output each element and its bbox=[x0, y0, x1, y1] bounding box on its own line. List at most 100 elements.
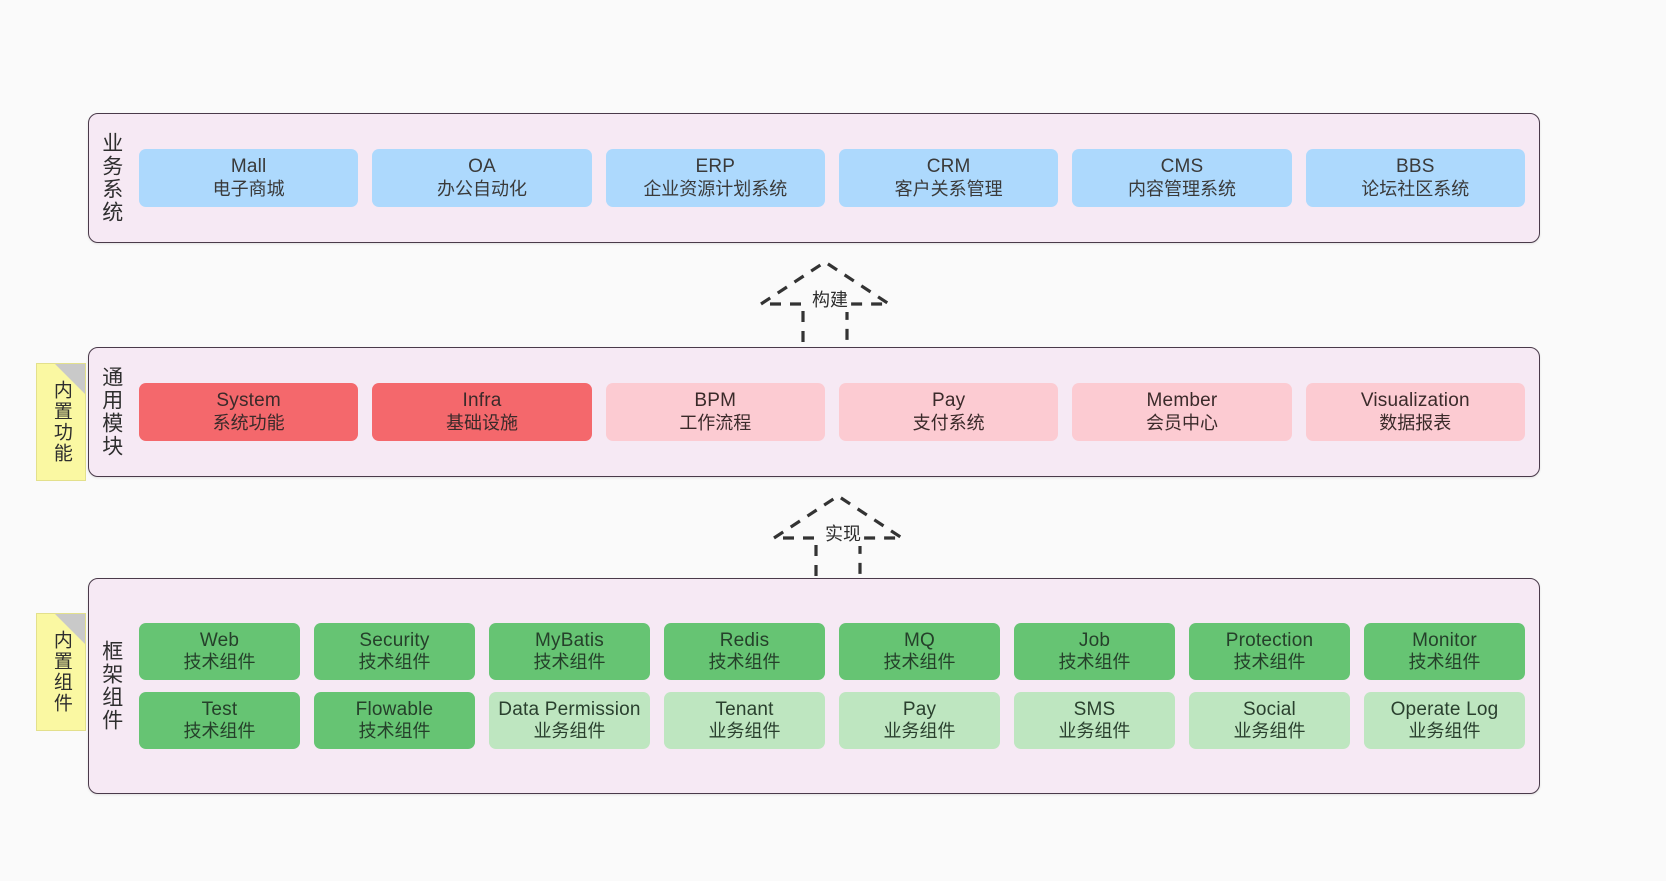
card-flowable-cn: 技术组件 bbox=[358, 721, 431, 742]
card-cms-en: CMS bbox=[1160, 156, 1204, 178]
card-redis[interactable]: Redis 技术组件 bbox=[664, 622, 825, 680]
layer-body-framework: Web 技术组件 Security 技术组件 MyBatis 技术组件 Redi… bbox=[133, 579, 1539, 793]
card-flowable[interactable]: Flowable 技术组件 bbox=[314, 692, 475, 750]
card-bpm-en: BPM bbox=[694, 390, 737, 412]
sticky-note-builtin-components-label: 内置组件 bbox=[50, 630, 72, 714]
card-sms-cn: 业务组件 bbox=[1058, 721, 1131, 742]
layer-business-system: 业务系统 Mall 电子商城 OA 办公自动化 ERP 企业资源计划系统 CRM… bbox=[88, 113, 1540, 243]
card-flowable-en: Flowable bbox=[355, 699, 434, 720]
card-security-en: Security bbox=[359, 629, 430, 651]
card-social[interactable]: Social 业务组件 bbox=[1189, 692, 1350, 750]
card-mall[interactable]: Mall 电子商城 bbox=[139, 149, 359, 207]
card-visualization-en: Visualization bbox=[1360, 390, 1470, 412]
card-social-en: Social bbox=[1243, 699, 1296, 720]
card-oa[interactable]: OA 办公自动化 bbox=[372, 149, 592, 207]
sticky-fold-corner-icon-2 bbox=[55, 614, 85, 644]
card-oa-cn: 办公自动化 bbox=[436, 178, 527, 199]
card-mybatis[interactable]: MyBatis 技术组件 bbox=[489, 622, 650, 680]
card-pay-module-en: Pay bbox=[931, 390, 966, 412]
card-crm-en: CRM bbox=[926, 156, 971, 178]
card-data-permission[interactable]: Data Permission 业务组件 bbox=[489, 692, 650, 750]
card-job-en: Job bbox=[1078, 629, 1111, 651]
card-job-cn: 技术组件 bbox=[1058, 652, 1131, 673]
card-redis-en: Redis bbox=[719, 629, 770, 651]
layer-title-framework: 框架组件 bbox=[99, 640, 123, 732]
card-crm-cn: 客户关系管理 bbox=[894, 178, 1003, 199]
layer-common-module: 通用模块 System 系统功能 Infra 基础设施 BPM 工作流程 Pay… bbox=[88, 347, 1540, 477]
card-data-permission-en: Data Permission bbox=[498, 699, 641, 720]
connector-implement: 实现 bbox=[768, 492, 918, 576]
card-pay-component-cn: 业务组件 bbox=[883, 721, 956, 742]
card-operate-log-en: Operate Log bbox=[1390, 699, 1499, 720]
card-oa-en: OA bbox=[468, 156, 496, 178]
card-test-en: Test bbox=[201, 699, 238, 720]
card-bbs[interactable]: BBS 论坛社区系统 bbox=[1305, 149, 1525, 207]
card-operate-log[interactable]: Operate Log 业务组件 bbox=[1364, 692, 1525, 750]
card-mq-en: MQ bbox=[903, 629, 935, 651]
card-sms[interactable]: SMS 业务组件 bbox=[1014, 692, 1175, 750]
card-mq-cn: 技术组件 bbox=[883, 652, 956, 673]
card-cms-cn: 内容管理系统 bbox=[1127, 178, 1236, 199]
layer-body-business: Mall 电子商城 OA 办公自动化 ERP 企业资源计划系统 CRM 客户关系… bbox=[133, 114, 1539, 242]
card-mall-cn: 电子商城 bbox=[212, 178, 285, 199]
connector-implement-label: 实现 bbox=[822, 520, 864, 546]
sticky-fold-corner-icon bbox=[55, 364, 85, 394]
card-security-cn: 技术组件 bbox=[358, 652, 431, 673]
card-bpm[interactable]: BPM 工作流程 bbox=[605, 383, 825, 441]
card-cms[interactable]: CMS 内容管理系统 bbox=[1072, 149, 1292, 207]
card-web-cn: 技术组件 bbox=[183, 652, 256, 673]
card-web-en: Web bbox=[199, 629, 240, 651]
card-bpm-cn: 工作流程 bbox=[679, 412, 752, 433]
card-erp-en: ERP bbox=[695, 156, 736, 178]
card-tenant-en: Tenant bbox=[715, 699, 774, 720]
card-monitor[interactable]: Monitor 技术组件 bbox=[1364, 622, 1525, 680]
card-pay-component-en: Pay bbox=[902, 699, 937, 720]
card-member[interactable]: Member 会员中心 bbox=[1072, 383, 1292, 441]
card-system[interactable]: System 系统功能 bbox=[139, 383, 359, 441]
framework-row-technical: Web 技术组件 Security 技术组件 MyBatis 技术组件 Redi… bbox=[139, 622, 1525, 680]
card-sms-en: SMS bbox=[1073, 699, 1116, 720]
card-pay-component[interactable]: Pay 业务组件 bbox=[839, 692, 1000, 750]
card-erp-cn: 企业资源计划系统 bbox=[643, 178, 788, 199]
card-mall-en: Mall bbox=[230, 156, 267, 178]
sticky-note-builtin-features-label: 内置功能 bbox=[50, 380, 72, 464]
card-monitor-en: Monitor bbox=[1412, 629, 1477, 651]
card-mybatis-cn: 技术组件 bbox=[533, 652, 606, 673]
card-infra[interactable]: Infra 基础设施 bbox=[372, 383, 592, 441]
card-pay-module-cn: 支付系统 bbox=[912, 412, 985, 433]
card-web[interactable]: Web 技术组件 bbox=[139, 622, 300, 680]
card-infra-cn: 基础设施 bbox=[445, 412, 518, 433]
card-pay-module[interactable]: Pay 支付系统 bbox=[838, 383, 1059, 441]
card-bbs-en: BBS bbox=[1395, 156, 1435, 178]
layer-title-business: 业务系统 bbox=[99, 132, 123, 224]
card-protection[interactable]: Protection 技术组件 bbox=[1189, 622, 1350, 680]
card-job[interactable]: Job 技术组件 bbox=[1014, 622, 1175, 680]
connector-build: 构建 bbox=[755, 258, 905, 342]
framework-row-business: Test 技术组件 Flowable 技术组件 Data Permission … bbox=[139, 692, 1525, 750]
card-tenant[interactable]: Tenant 业务组件 bbox=[664, 692, 825, 750]
card-mq[interactable]: MQ 技术组件 bbox=[839, 622, 1000, 680]
layer-title-common: 通用模块 bbox=[99, 366, 123, 458]
card-operate-log-cn: 业务组件 bbox=[1408, 721, 1481, 742]
card-security[interactable]: Security 技术组件 bbox=[314, 622, 475, 680]
card-mybatis-en: MyBatis bbox=[535, 629, 604, 651]
card-system-en: System bbox=[216, 390, 281, 412]
layer-body-common: System 系统功能 Infra 基础设施 BPM 工作流程 Pay 支付系统… bbox=[133, 348, 1539, 476]
card-social-cn: 业务组件 bbox=[1233, 721, 1306, 742]
sticky-note-builtin-components: 内置组件 bbox=[36, 613, 86, 731]
card-crm[interactable]: CRM 客户关系管理 bbox=[838, 149, 1059, 207]
card-test[interactable]: Test 技术组件 bbox=[139, 692, 300, 750]
card-visualization-cn: 数据报表 bbox=[1379, 412, 1452, 433]
connector-build-label: 构建 bbox=[809, 286, 851, 312]
card-redis-cn: 技术组件 bbox=[708, 652, 781, 673]
card-data-permission-cn: 业务组件 bbox=[533, 721, 606, 742]
card-protection-en: Protection bbox=[1225, 629, 1314, 651]
card-member-en: Member bbox=[1146, 390, 1218, 412]
card-visualization[interactable]: Visualization 数据报表 bbox=[1305, 383, 1525, 441]
sticky-note-builtin-features: 内置功能 bbox=[36, 363, 86, 481]
card-tenant-cn: 业务组件 bbox=[708, 721, 781, 742]
card-infra-en: Infra bbox=[462, 390, 502, 412]
card-erp[interactable]: ERP 企业资源计划系统 bbox=[605, 149, 825, 207]
card-test-cn: 技术组件 bbox=[183, 721, 256, 742]
